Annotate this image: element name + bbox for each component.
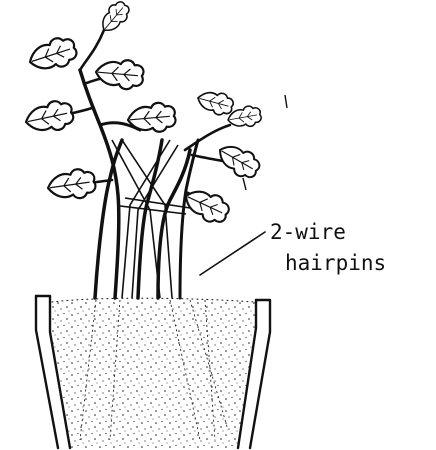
soil bbox=[50, 302, 256, 448]
label-leader-line bbox=[200, 232, 265, 275]
label-line-1: 2-wire bbox=[270, 220, 346, 244]
leaves bbox=[23, 0, 263, 227]
label-line-2: hairpins bbox=[285, 251, 386, 275]
hairpin-wires bbox=[112, 140, 190, 298]
